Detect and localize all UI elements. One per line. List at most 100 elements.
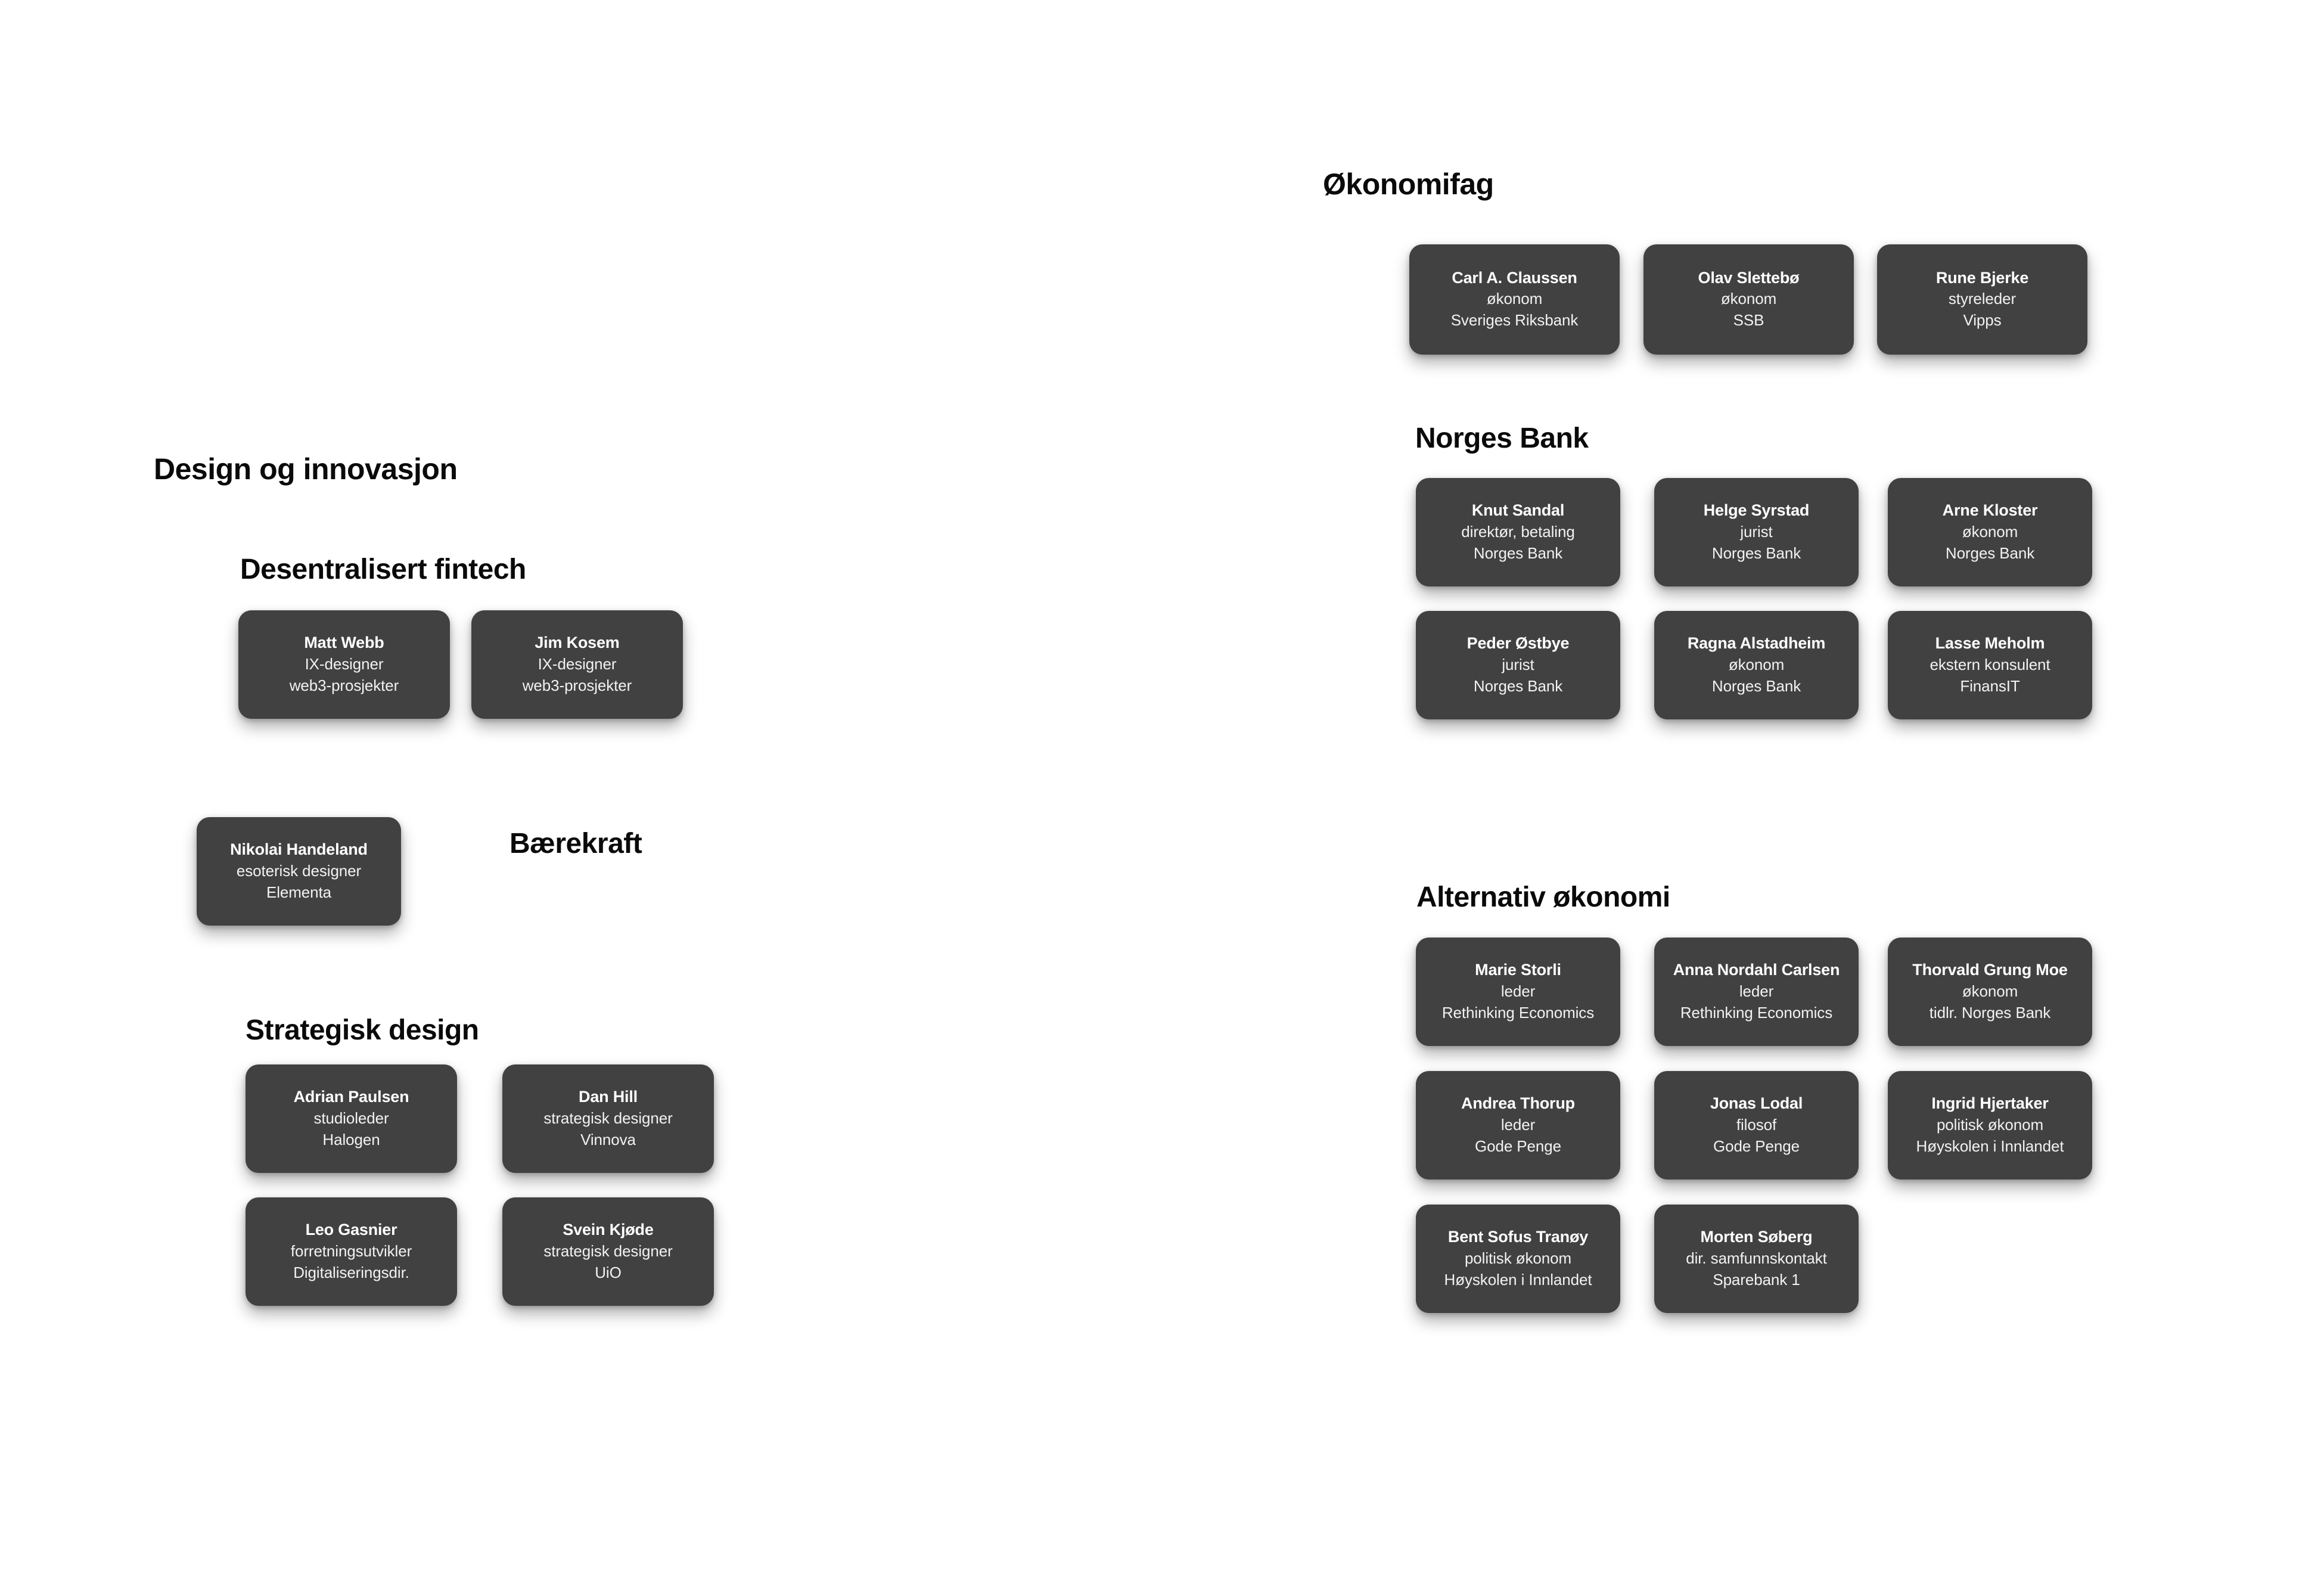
- person-role: økonom: [1720, 290, 1777, 308]
- person-role: esoterisk designer: [236, 861, 362, 880]
- person-org: UiO: [595, 1263, 622, 1281]
- person-role: politisk økonom: [1464, 1249, 1572, 1267]
- person-org: Norges Bank: [1945, 544, 2035, 562]
- person-org: SSB: [1733, 311, 1764, 330]
- person-card[interactable]: Thorvald Grung Moe økonom tidlr. Norges Ba…: [1888, 938, 2092, 1046]
- person-name: Ingrid Hjertaker: [1931, 1094, 2049, 1113]
- person-role: studioleder: [313, 1109, 389, 1127]
- person-org: Norges Bank: [1473, 544, 1563, 562]
- person-org: Norges Bank: [1711, 544, 1801, 562]
- person-name: Dan Hill: [579, 1088, 638, 1106]
- person-role: strategisk designer: [543, 1109, 673, 1127]
- person-name: Svein Kjøde: [563, 1221, 654, 1239]
- person-role: leder: [1500, 1115, 1536, 1134]
- person-role: politisk økonom: [1936, 1115, 2044, 1134]
- person-name: Thorvald Grung Moe: [1912, 961, 2068, 979]
- person-role: leder: [1739, 982, 1774, 1000]
- section-heading-baerekraft: Bærekraft: [509, 828, 642, 859]
- person-name: Bent Sofus Tranøy: [1447, 1228, 1589, 1246]
- person-name: Knut Sandal: [1471, 501, 1565, 520]
- person-name: Carl A. Claussen: [1452, 268, 1577, 287]
- person-name: Anna Nordahl Carlsen: [1673, 961, 1840, 979]
- person-role: økonom: [1728, 655, 1785, 673]
- person-role: IX-designer: [537, 654, 617, 673]
- person-name: Helge Syrstad: [1703, 501, 1810, 520]
- person-org: web3-prosjekter: [289, 676, 399, 694]
- section-heading-desentralisert-fintech: Desentralisert fintech: [240, 554, 526, 585]
- person-org: tidlr. Norges Bank: [1929, 1003, 2051, 1022]
- person-name: Rune Bjerke: [1935, 268, 2029, 287]
- person-org: Rethinking Economics: [1680, 1003, 1833, 1022]
- section-heading-design-og-innovasjon: Design og innovasjon: [154, 452, 458, 486]
- person-role: ekstern konsulent: [1930, 655, 2050, 673]
- person-role: jurist: [1502, 655, 1534, 673]
- person-role: økonom: [1486, 290, 1543, 308]
- person-org: Elementa: [266, 883, 332, 901]
- person-org: Halogen: [322, 1130, 380, 1149]
- person-name: Jonas Lodal: [1710, 1094, 1803, 1113]
- person-org: Gode Penge: [1474, 1137, 1561, 1155]
- person-name: Adrian Paulsen: [293, 1088, 409, 1106]
- person-org: Digitaliseringsdir.: [293, 1263, 409, 1281]
- person-org: Høyskolen i Innlandet: [1916, 1137, 2064, 1155]
- person-org: Sparebank 1: [1713, 1270, 1800, 1289]
- person-name: Nikolai Handeland: [230, 840, 368, 859]
- person-name: Peder Østbye: [1467, 634, 1570, 653]
- person-role: økonom: [1962, 522, 2018, 541]
- person-org: FinansIT: [1960, 676, 2020, 695]
- person-role: jurist: [1740, 522, 1773, 541]
- person-org: web3-prosjekter: [522, 676, 632, 694]
- person-role: IX-designer: [305, 654, 384, 673]
- section-heading-strategisk-design: Strategisk design: [246, 1014, 479, 1046]
- person-role: styreleder: [1948, 290, 2017, 308]
- person-org: Rethinking Economics: [1441, 1003, 1595, 1022]
- person-name: Andrea Thorup: [1461, 1094, 1575, 1113]
- person-role: direktør, betaling: [1461, 522, 1575, 541]
- person-name: Arne Kloster: [1942, 501, 2038, 520]
- person-org: Norges Bank: [1711, 676, 1801, 695]
- person-role: økonom: [1962, 982, 2018, 1000]
- section-heading-okonomifag: Økonomifag: [1323, 167, 1494, 201]
- person-role: filosof: [1736, 1115, 1777, 1134]
- person-name: Matt Webb: [304, 634, 384, 652]
- person-org: Sveriges Riksbank: [1450, 311, 1579, 330]
- section-heading-norges-bank: Norges Bank: [1415, 423, 1589, 454]
- person-role: forretningsutvikler: [290, 1241, 412, 1260]
- person-name: Lasse Meholm: [1935, 634, 2045, 653]
- person-name: Olav Slettebø: [1698, 268, 1800, 287]
- person-org: Vipps: [1963, 311, 2002, 330]
- section-heading-alternativ-okonomi: Alternativ økonomi: [1416, 881, 1670, 913]
- person-name: Ragna Alstadheim: [1687, 634, 1826, 653]
- person-org: Vinnova: [580, 1130, 636, 1149]
- person-name: Jim Kosem: [535, 634, 620, 652]
- person-role: dir. samfunnskontakt: [1686, 1249, 1827, 1267]
- person-role: strategisk designer: [543, 1241, 673, 1260]
- person-org: Gode Penge: [1713, 1137, 1800, 1155]
- person-name: Leo Gasnier: [305, 1221, 397, 1239]
- person-role: leder: [1500, 982, 1536, 1000]
